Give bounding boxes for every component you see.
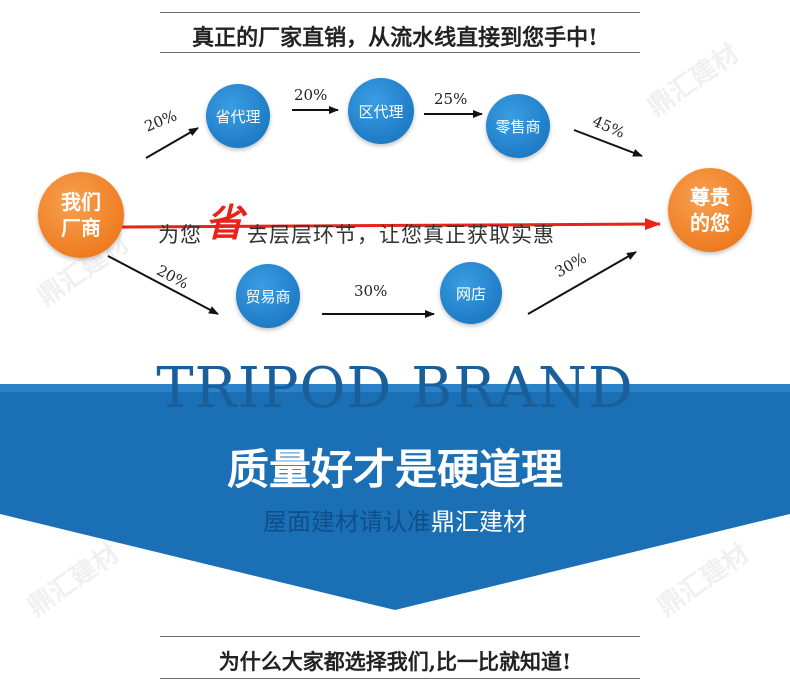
direct-message-prefix: 为您 [158, 223, 202, 247]
red-direct-arrow [121, 218, 661, 231]
direct-message: 为您省去层层环节，让您真正获取实惠 [158, 198, 555, 253]
banner-subtitle-brand: 鼎汇建材 [431, 508, 527, 536]
node-destination: 尊贵的您 [668, 168, 752, 252]
pct-district-to-retailer: 25% [434, 90, 468, 108]
bottom-divider [160, 636, 640, 637]
arrow-store-to-you [527, 251, 637, 315]
top-divider [160, 12, 640, 13]
direct-message-suffix: 去层层环节，让您真正获取实惠 [247, 223, 556, 247]
banner-subtitle: 屋面建材请认准鼎汇建材 [0, 502, 790, 537]
node-district: 区代理 [348, 78, 414, 144]
banner-shape [0, 384, 790, 610]
arrow-retailer-to-you [573, 129, 643, 157]
bottom-divider [160, 678, 640, 679]
node-source: 我们厂商 [38, 172, 124, 258]
top-headline: 真正的厂家直销，从流水线直接到您手中! [192, 25, 598, 51]
node-retailer: 零售商 [486, 94, 550, 158]
node-provincial: 省代理 [206, 84, 270, 148]
arrow-source-to-provincial [145, 127, 199, 159]
brand-name: TRIPOD BRAND [156, 356, 634, 421]
bottom-headline: 为什么大家都选择我们,比一比就知道! [218, 649, 572, 674]
node-trader: 贸易商 [236, 264, 300, 328]
banner-subtitle-prefix: 屋面建材请认准 [263, 508, 431, 536]
pct-trader-to-store: 30% [354, 282, 388, 300]
arrow-source-to-trader [107, 255, 219, 315]
pct-provincial-to-district: 20% [294, 86, 328, 104]
top-divider [160, 52, 640, 53]
node-online-store: 网店 [440, 262, 502, 324]
save-highlight: 省 [205, 200, 245, 245]
banner-slogan: 质量好才是硬道理 [226, 445, 563, 494]
